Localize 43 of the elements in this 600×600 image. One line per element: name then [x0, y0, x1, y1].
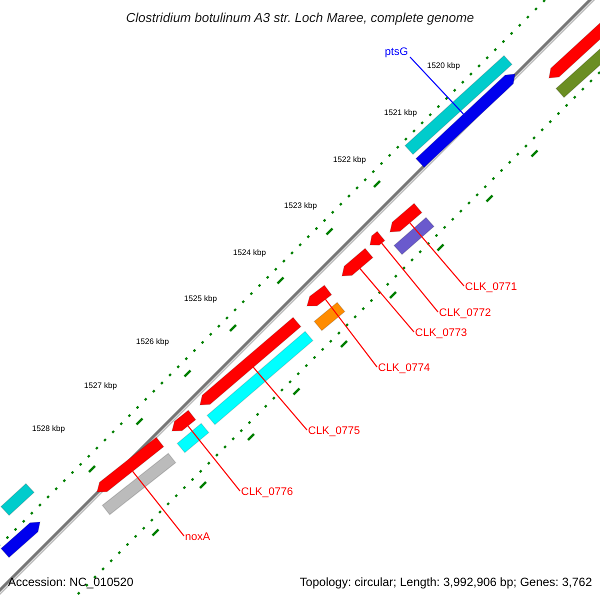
gene-block	[0, 482, 35, 516]
gene-label: ptsG	[384, 47, 408, 58]
leader-line	[252, 366, 308, 430]
map-title: Clostridium botulinum A3 str. Loch Maree, complete genome	[124, 11, 476, 24]
leader-line	[187, 426, 240, 492]
leader-line	[360, 268, 414, 332]
gene-feature	[306, 284, 332, 306]
leader-line	[381, 242, 438, 312]
scale-label: 1520 kbp	[427, 62, 460, 70]
leader-line	[325, 299, 378, 368]
accession-text: Accession: NC_010520	[8, 576, 134, 588]
gene-label: CLK_0775	[308, 426, 360, 437]
gene-feature	[171, 410, 196, 432]
leader-line	[132, 470, 184, 536]
scale-label: 1526 kbp	[136, 338, 169, 346]
gene-feature	[415, 73, 516, 168]
genome-summary: Topology: circular; Length: 3,992,906 bp; Genes: 3,762	[300, 576, 592, 588]
gene-feature	[0, 521, 41, 558]
gene-block	[102, 452, 176, 516]
scale-label: 1527 kbp	[84, 382, 117, 390]
gene-label: CLK_0776	[241, 487, 293, 498]
gene-label: CLK_0772	[439, 308, 491, 319]
gene-feature	[369, 230, 386, 246]
scale-label: 1521 kbp	[384, 109, 417, 117]
gene-block	[206, 330, 314, 426]
leader-line	[410, 56, 464, 114]
gene-block	[314, 302, 346, 332]
gene-feature	[341, 248, 374, 277]
leader-line	[409, 222, 464, 286]
gene-block	[176, 422, 210, 454]
scale-label: 1525 kbp	[184, 295, 217, 303]
gene-feature	[199, 316, 302, 406]
scale-label: 1528 kbp	[32, 425, 65, 433]
gene-block	[393, 216, 435, 256]
gene-label: noxA	[185, 532, 210, 543]
gene-label: CLK_0773	[415, 328, 467, 339]
gene-label: CLK_0771	[465, 282, 517, 293]
scale-label: 1523 kbp	[284, 202, 317, 210]
scale-label: 1524 kbp	[233, 249, 266, 257]
gene-feature	[96, 436, 164, 493]
scale-label: 1522 kbp	[333, 156, 366, 164]
gene-label: CLK_0774	[378, 363, 430, 374]
gene-feature	[389, 202, 423, 233]
